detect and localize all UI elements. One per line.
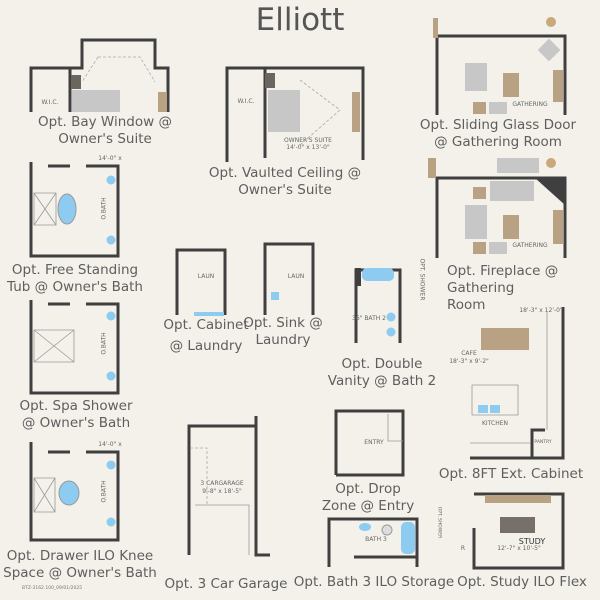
caption-line: Room: [447, 297, 486, 313]
room-label-laun: LAUN: [287, 273, 305, 280]
room-dim-study: 12'-7" x 10'-5": [497, 545, 541, 552]
caption-line: Vanity @ Bath 2: [327, 373, 437, 389]
caption-line: Opt. Sink @: [243, 315, 323, 331]
caption-8ft-ext-cabinet: Opt. 8FT Ext. Cabinet: [439, 466, 583, 483]
room-dim-garage: 9'-8" x 18'-5": [202, 488, 242, 495]
caption-line: Zone @ Entry: [321, 498, 415, 514]
document-code: BTZ-3162.100_09/01/2025: [22, 586, 83, 591]
plan-fireplace: [428, 158, 567, 258]
room-dim-cafe: 18'-3" x 9'-2": [449, 358, 489, 365]
room-label-obath: O.BATH: [100, 480, 108, 503]
room-label-pantry: PANTRY: [534, 440, 552, 445]
caption-line: Opt. Bay Window @: [38, 114, 172, 130]
room-label-obath: O.BATH: [100, 332, 108, 355]
room-label-r: R: [460, 545, 466, 552]
caption-line: @ Gathering Room: [434, 134, 562, 150]
caption-vaulted-ceiling: Opt. Vaulted Ceiling @Owner's Suite: [209, 165, 361, 199]
plan-bath-3: [327, 517, 419, 567]
plan-kitchen: [470, 307, 565, 460]
room-label-gathering: GATHERING: [512, 101, 548, 108]
room-label-bath2: 36" BATH 2: [352, 315, 386, 322]
caption-line: Space @ Owner's Bath: [3, 565, 157, 581]
plan-double-vanity: [354, 268, 402, 343]
room-label-kitchen: KITCHEN: [482, 420, 508, 427]
room-label-wic: W.I.C.: [237, 98, 255, 105]
plan-drawer-ilo-knee: [29, 442, 120, 542]
plan-bay-window: [29, 38, 170, 112]
room-label-bath3: BATH 3: [365, 536, 387, 543]
caption-study-ilo-flex: Opt. Study ILO Flex: [457, 574, 587, 591]
caption-cabinet-laundry: Opt. Cabinet @ Laundry: [163, 315, 248, 357]
room-label-cafe: CAFE: [461, 350, 477, 357]
room-label-opt-shower: OPT. SHOWER: [436, 506, 442, 539]
caption-bay-window: Opt. Bay Window @Owner's Suite: [38, 114, 172, 148]
caption-line: Tub @ Owner's Bath: [7, 279, 143, 295]
caption-line: Opt. Study ILO Flex: [457, 574, 587, 590]
plan-study: [472, 492, 565, 570]
plan-vaulted-ceiling: [225, 66, 365, 162]
caption-line: Owner's Suite: [238, 182, 332, 198]
room-label-opt-shower: OPT. SHOWER: [418, 258, 426, 301]
room-dim-owners-suite: 14'-0" x 13'-0": [286, 144, 330, 151]
plan-free-standing-tub: [29, 162, 120, 258]
room-label-wic: W.I.C.: [41, 99, 59, 106]
plan-laundry-sink: [263, 242, 315, 315]
room-label-owners-suite: OWNER'S SUITE: [284, 137, 332, 144]
plan-spa-shower: [29, 300, 120, 395]
caption-bath-3-ilo-storage: Opt. Bath 3 ILO Storage: [294, 574, 454, 591]
caption-line: Owner's Suite: [58, 131, 152, 147]
caption-line: @ Laundry: [169, 338, 243, 354]
caption-line: Gathering: [447, 280, 515, 296]
caption-spa-shower: Opt. Spa Shower@ Owner's Bath: [19, 398, 132, 432]
plan-3-car-garage: [187, 416, 270, 557]
room-dim-gathering: 18'-3" x 12'-0": [519, 307, 563, 314]
room-label-laun: LAUN: [197, 273, 215, 280]
caption-line: Opt. Double: [341, 356, 423, 372]
room-label-garage: 3 CARGARAGE: [200, 480, 244, 487]
caption-line: Opt. 8FT Ext. Cabinet: [438, 466, 584, 482]
room-label-study: STUDY: [518, 537, 546, 546]
room-dim-obath: 14'-0" x: [98, 155, 122, 162]
room-label-entry: ENTRY: [364, 439, 384, 446]
room-label-gathering: GATHERING: [512, 242, 548, 249]
caption-line: Opt. Free Standing: [11, 262, 139, 278]
caption-3-car-garage: Opt. 3 Car Garage: [165, 576, 288, 593]
caption-sliding-glass-door: Opt. Sliding Glass Door@ Gathering Room: [420, 117, 576, 151]
caption-line: Laundry: [255, 332, 311, 348]
room-dim-obath: 14'-0" x: [98, 441, 122, 448]
caption-line: Opt. Drawer ILO Knee: [6, 548, 154, 564]
caption-line: Opt. Vaulted Ceiling @: [208, 165, 362, 181]
caption-line: Opt. Drop: [335, 481, 401, 497]
plan-title: Elliott: [255, 2, 345, 38]
caption-line: Opt. 3 Car Garage: [164, 576, 288, 592]
caption-line: Opt. Spa Shower: [19, 398, 133, 414]
caption-line: Opt. Cabinet: [163, 317, 249, 333]
caption-line: Opt. Bath 3 ILO Storage: [293, 574, 455, 590]
plan-laundry-cabinet: [175, 248, 227, 316]
caption-sink-laundry: Opt. Sink @Laundry: [243, 315, 323, 349]
plan-drop-zone: [334, 409, 405, 477]
caption-line: @ Owner's Bath: [21, 415, 131, 431]
caption-line: Opt. Sliding Glass Door: [419, 117, 577, 133]
caption-line: Opt. Fireplace @: [447, 263, 559, 279]
room-label-obath: O.BATH: [100, 197, 108, 220]
